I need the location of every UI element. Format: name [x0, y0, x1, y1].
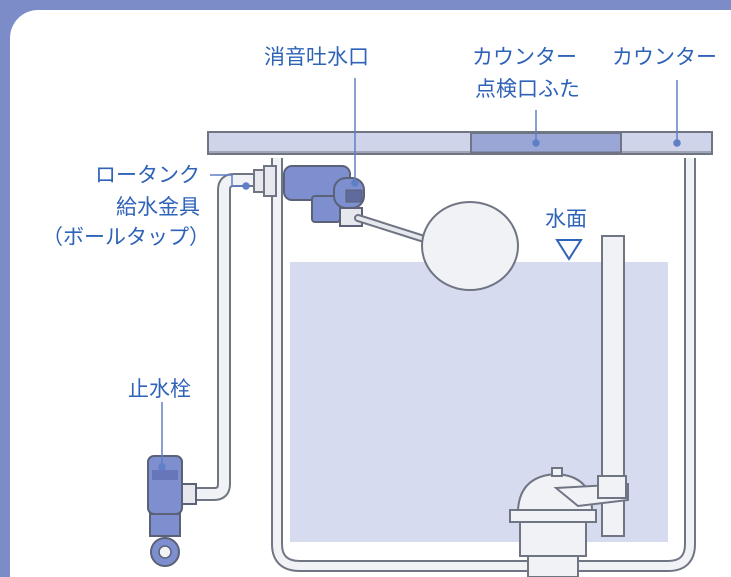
overflow-pipe [601, 235, 625, 537]
label-water-level: 水面 [545, 207, 587, 231]
label-supply-fitting-line1: ロータンク [95, 163, 200, 187]
label-stop-valve: 止水栓 [128, 377, 191, 401]
inspection-cover [470, 132, 622, 154]
stop-valve [147, 455, 197, 567]
flush-valve [509, 467, 629, 577]
label-counter-inspection-cover-line1: カウンター [472, 45, 577, 69]
label-supply-fitting-line2: 給水金具 [116, 195, 200, 219]
counter-top [207, 131, 713, 155]
ball-tap-fitting [283, 165, 365, 227]
label-counter: カウンター [612, 45, 717, 69]
label-quiet-spout: 消音吐水口 [264, 45, 369, 69]
label-supply-fitting-line3: （ボールタップ） [42, 225, 210, 249]
water-level-marker [555, 239, 583, 261]
float-ball [421, 201, 519, 291]
label-counter-inspection-cover-line2: 点検口ふた [475, 77, 580, 101]
